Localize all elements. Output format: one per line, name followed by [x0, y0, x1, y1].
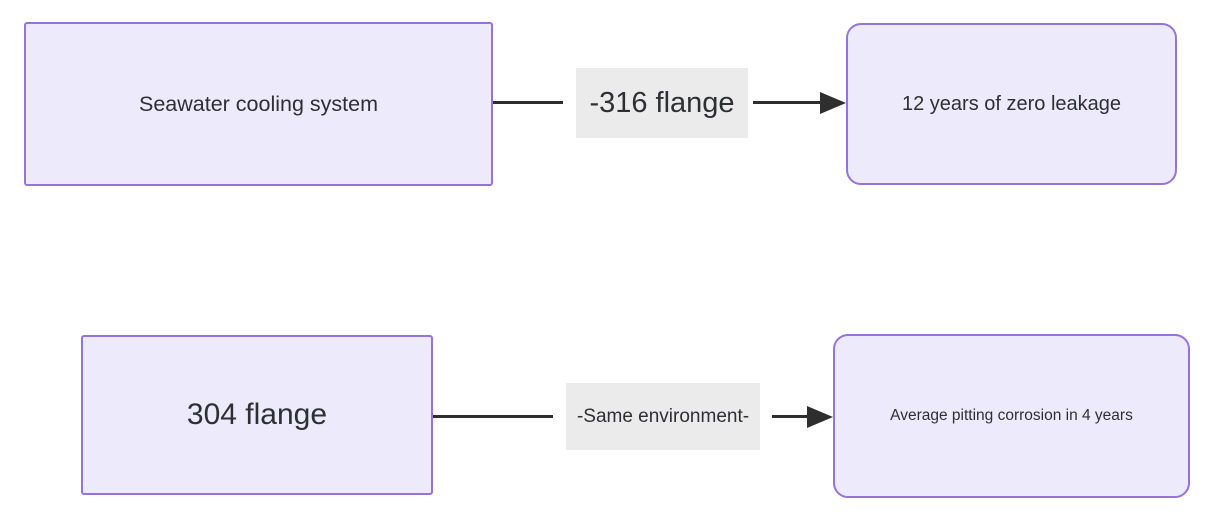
node-12-years-zero-leakage: 12 years of zero leakage	[846, 23, 1177, 185]
node-seawater-cooling-system: Seawater cooling system	[24, 22, 493, 186]
node-label: Average pitting corrosion in 4 years	[890, 407, 1133, 424]
edge-top-label: -316 flange	[576, 68, 748, 138]
arrow-right-icon	[807, 406, 833, 428]
node-label: Seawater cooling system	[139, 91, 378, 116]
node-average-pitting-corrosion: Average pitting corrosion in 4 years	[833, 334, 1190, 498]
edge-label-text: -Same environment-	[576, 405, 750, 427]
edge-bottom-label: -Same environment-	[566, 383, 760, 450]
edge-label-text: -316 flange	[589, 86, 735, 119]
edge-bottom-line-start	[433, 415, 553, 418]
edge-top-line-start	[493, 101, 563, 104]
edge-top-line-end	[753, 101, 820, 104]
node-label: 304 flange	[186, 398, 328, 431]
node-304-flange: 304 flange	[81, 335, 433, 495]
arrow-right-icon	[820, 92, 846, 114]
edge-bottom-line-end	[772, 415, 808, 418]
node-label: 12 years of zero leakage	[901, 92, 1122, 115]
